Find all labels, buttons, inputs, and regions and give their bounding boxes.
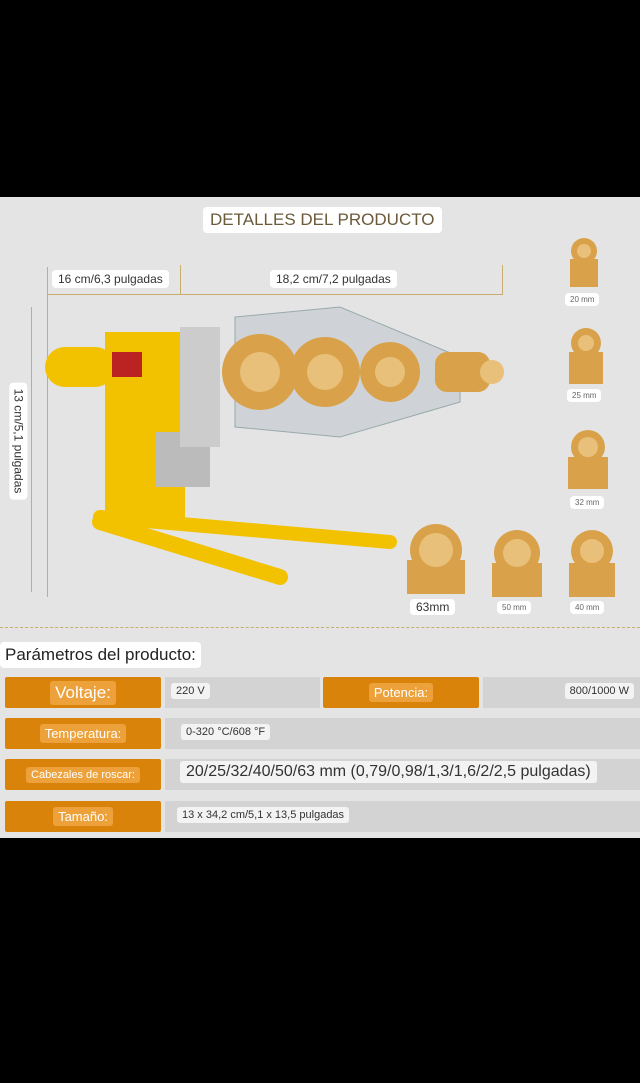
fitting-20mm xyxy=(566,237,602,289)
handle-length-label: 16 cm/6,3 pulgadas xyxy=(52,270,169,288)
size-label: Tamaño: xyxy=(5,801,161,832)
fitting-size-label: 50 mm xyxy=(497,601,532,614)
fitting-25mm xyxy=(566,327,606,385)
dimension-line xyxy=(47,294,503,295)
dimension-line xyxy=(502,265,503,295)
temperature-label: Temperatura: xyxy=(5,718,161,749)
params-title: Parámetros del producto: xyxy=(0,642,201,668)
fitting-size-label: 40 mm xyxy=(570,601,605,614)
fitting-size-label: 63mm xyxy=(410,599,456,615)
value-text: 220 V xyxy=(171,683,210,699)
label-text: Temperatura: xyxy=(39,724,127,743)
fitting-40mm xyxy=(567,529,617,599)
size-value: 13 x 34,2 cm/5,1 x 13,5 pulgadas xyxy=(165,801,640,832)
fitting-size-label: 20 mm xyxy=(565,293,600,306)
label-text: Tamaño: xyxy=(53,807,113,826)
temperature-value: 0-320 °C/608 °F xyxy=(165,718,640,749)
dimension-line xyxy=(31,307,32,592)
fitting-50mm xyxy=(490,529,544,599)
fitting-63mm xyxy=(405,524,467,596)
label-text: Voltaje: xyxy=(50,680,116,705)
value-text: 20/25/32/40/50/63 mm (0,79/0,98/1,3/1,6/… xyxy=(180,761,597,783)
fitting-32mm xyxy=(566,429,610,491)
welding-tool-illustration xyxy=(45,306,504,585)
plate-length-label: 18,2 cm/7,2 pulgadas xyxy=(270,270,397,288)
dimension-line xyxy=(180,265,181,295)
dimension-line xyxy=(47,267,48,597)
value-text: 13 x 34,2 cm/5,1 x 13,5 pulgadas xyxy=(177,807,350,823)
value-text: 0-320 °C/608 °F xyxy=(181,724,271,740)
heads-value: 20/25/32/40/50/63 mm (0,79/0,98/1,3/1,6/… xyxy=(165,759,640,790)
fitting-size-label: 25 mm xyxy=(567,389,602,402)
power-label: Potencia: xyxy=(323,677,479,708)
voltage-value: 220 V xyxy=(165,677,320,708)
height-label: 13 cm/5,1 pulgadas xyxy=(9,382,28,500)
section-title: DETALLES DEL PRODUCTO xyxy=(203,207,442,233)
label-text: Cabezales de roscar: xyxy=(26,766,140,783)
label-text: Potencia: xyxy=(368,683,434,702)
value-text: 800/1000 W xyxy=(564,683,634,699)
power-value: 800/1000 W xyxy=(483,677,640,708)
heads-label: Cabezales de roscar: xyxy=(5,759,161,790)
divider xyxy=(0,627,640,628)
product-image: DETALLES DEL PRODUCTO 16 cm/6,3 pulgadas… xyxy=(0,197,640,838)
voltage-label: Voltaje: xyxy=(5,677,161,708)
fitting-size-label: 32 mm xyxy=(570,496,605,509)
